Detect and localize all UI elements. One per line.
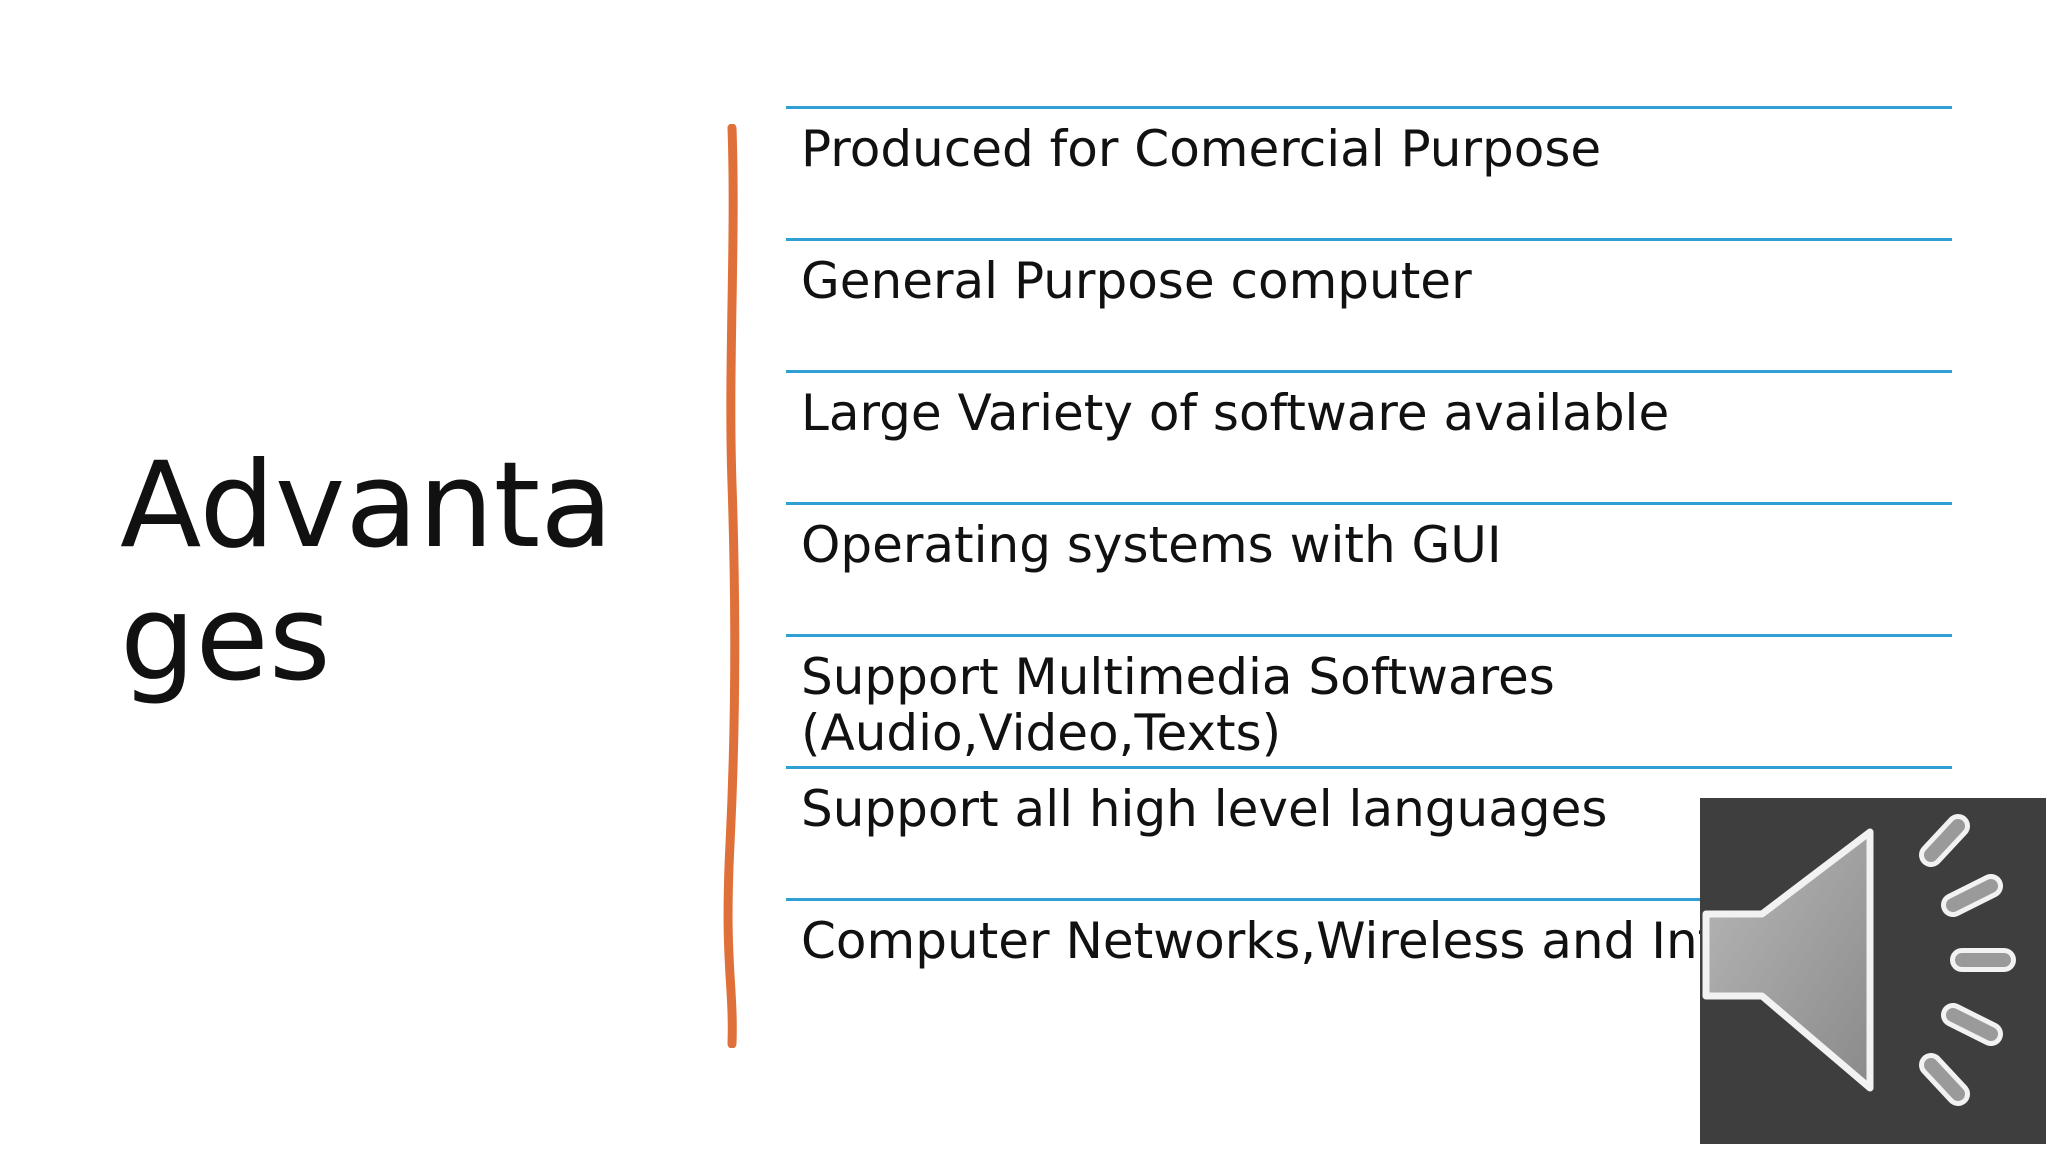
slide-title: Advantages	[120, 437, 614, 708]
speaker-volume-icon	[1702, 814, 2016, 1106]
list-item: Operating systems with GUI	[786, 502, 1952, 634]
accent-bar	[723, 124, 740, 1048]
list-item-text: Support Multimedia Softwares (Audio,Vide…	[801, 648, 1555, 762]
list-item-text: Operating systems with GUI	[801, 516, 1502, 574]
list-item-text: Large Variety of software available	[801, 384, 1670, 442]
list-item: Support all high level languages	[786, 766, 1952, 898]
list-item: Support Multimedia Softwares (Audio,Vide…	[786, 634, 1952, 766]
list-item: Large Variety of software available	[786, 370, 1952, 502]
list-item-text: Produced for Comercial Purpose	[801, 120, 1602, 178]
audio-playback-button[interactable]	[1700, 798, 2046, 1144]
list-item: Produced for Comercial Purpose	[786, 106, 1952, 238]
list-item-text: General Purpose computer	[801, 252, 1472, 310]
points-list: Produced for Comercial Purpose General P…	[786, 106, 1952, 1030]
list-item-text: Support all high level languages	[801, 780, 1608, 838]
list-item: General Purpose computer	[786, 238, 1952, 370]
